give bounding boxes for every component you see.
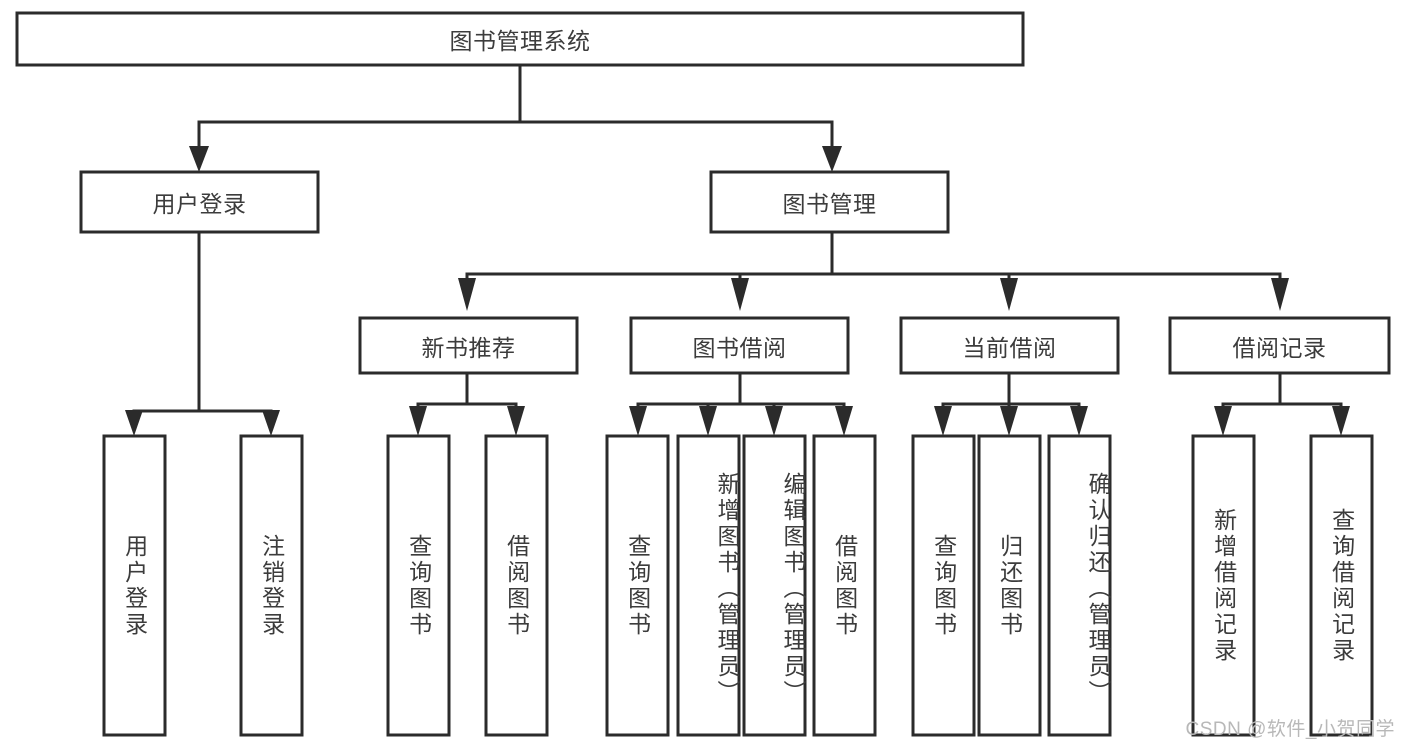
node-box-new-book-recommend[interactable] [358, 316, 579, 375]
node-box-leaf-logout[interactable] [239, 434, 304, 737]
arrow-head-leaf-query-book-2 [629, 406, 647, 436]
connector-book-manage-to-level3 [465, 230, 1282, 282]
node-box-leaf-add-book[interactable] [676, 434, 741, 737]
node-box-current-borrow[interactable] [899, 316, 1120, 375]
arrow-head-leaf-borrow-book-2 [835, 406, 853, 436]
node-box-book-borrow[interactable] [629, 316, 850, 375]
node-box-book-manage[interactable] [709, 170, 950, 234]
arrow-head-leaf-add-book [699, 406, 717, 436]
arrow-head-to-user-login [189, 146, 209, 172]
arrow-head-to-new-book-recommend [458, 278, 476, 311]
watermark-text: CSDN @软件_小贺同学 [1185, 719, 1395, 740]
arrow-head-leaf-return-book [1000, 406, 1018, 436]
arrow-head-leaf-borrow-book-1 [507, 406, 525, 436]
node-box-root[interactable] [15, 11, 1025, 67]
node-box-leaf-return-book[interactable] [977, 434, 1042, 737]
node-box-leaf-edit-book[interactable] [742, 434, 807, 737]
node-box-leaf-query-book-1[interactable] [386, 434, 451, 737]
node-box-user-login[interactable] [79, 170, 320, 234]
node-box-leaf-query-book-3[interactable] [911, 434, 976, 737]
node-box-leaf-query-book-2[interactable] [605, 434, 670, 737]
node-box-leaf-query-record[interactable] [1309, 434, 1374, 737]
node-box-borrow-record[interactable] [1168, 316, 1391, 375]
arrow-head-leaf-confirm-return [1070, 406, 1088, 436]
connector-new-book-recommend-to-leaves [416, 371, 518, 410]
arrow-head-leaf-edit-book [765, 406, 783, 436]
arrow-head-leaf-query-book-3 [934, 406, 952, 436]
connector-root-to-level2 [197, 63, 834, 148]
connector-borrow-record-to-leaves [1221, 371, 1343, 410]
arrow-head-to-current-borrow [1000, 278, 1018, 311]
node-box-leaf-borrow-book-2[interactable] [812, 434, 877, 737]
arrow-head-leaf-logout [262, 410, 280, 436]
arrow-head-leaf-user-login [125, 410, 143, 436]
connector-user-login-to-leaves [132, 230, 273, 414]
node-box-leaf-confirm-return[interactable] [1047, 434, 1112, 737]
arrow-head-to-book-manage [822, 146, 842, 172]
connector-current-borrow-to-leaves [941, 371, 1081, 410]
connector-book-borrow-to-leaves [636, 371, 846, 410]
node-box-leaf-user-login[interactable] [102, 434, 167, 737]
arrow-head-leaf-add-record [1214, 406, 1232, 436]
node-box-leaf-borrow-book-1[interactable] [484, 434, 549, 737]
arrow-head-leaf-query-book-1 [409, 406, 427, 436]
arrow-head-to-borrow-record [1271, 278, 1289, 311]
node-box-leaf-add-record[interactable] [1191, 434, 1256, 737]
arrow-head-leaf-query-record [1332, 406, 1350, 436]
arrow-head-to-book-borrow [731, 278, 749, 311]
